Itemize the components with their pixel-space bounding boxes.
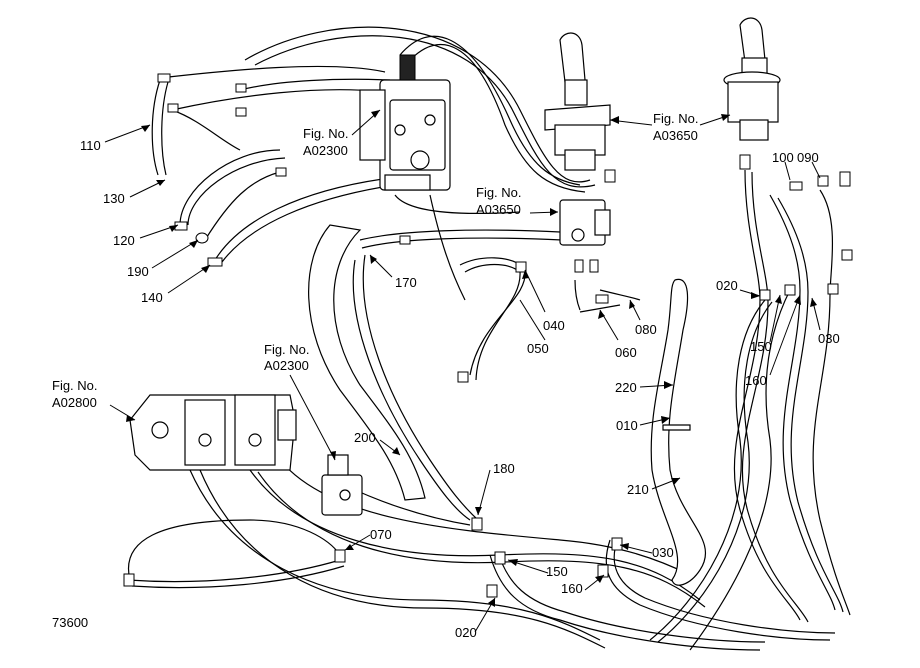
leader-lines: [104, 109, 821, 633]
fig-ref-a03650-center-line2: A03650: [476, 202, 521, 217]
fig-ref-a02800-line2: A02800: [52, 395, 97, 410]
callout-080: 080: [635, 322, 657, 337]
small-valve-bottom: [321, 454, 363, 516]
callout-160-right: 160: [745, 373, 767, 388]
fittings: [123, 73, 853, 598]
callout-090: 090: [797, 150, 819, 165]
callout-050: 050: [527, 341, 549, 356]
fig-ref-a02300-top-line1: Fig. No.: [303, 126, 349, 141]
callout-160-bottom: 160: [561, 581, 583, 596]
callout-140: 140: [141, 290, 163, 305]
fig-ref-a03650-right-line2: A03650: [653, 128, 698, 143]
fig-ref-a02300-bottom-line2: A02300: [264, 358, 309, 373]
callout-020-bottom: 020: [455, 625, 477, 640]
arrowheads: [126, 110, 817, 607]
fig-ref-a03650-center-line1: Fig. No.: [476, 185, 522, 200]
control-valve-top: [359, 54, 451, 191]
figure-references: Fig. No. A02300 Fig. No. A03650 Fig. No.…: [52, 111, 699, 410]
callout-020-right: 020: [716, 278, 738, 293]
callout-200: 200: [354, 430, 376, 445]
joystick-right: [723, 17, 781, 141]
callout-220: 220: [615, 380, 637, 395]
callout-130: 130: [103, 191, 125, 206]
joystick-left: [544, 32, 611, 171]
callout-040: 040: [543, 318, 565, 333]
valve-block-center: [559, 199, 611, 273]
callout-labels: 110 130 120 190 140 170 040 050 060 080 …: [80, 138, 840, 640]
callout-010: 010: [616, 418, 638, 433]
callout-100: 100: [772, 150, 794, 165]
callout-060: 060: [615, 345, 637, 360]
hydraulic-pump: [129, 394, 297, 471]
callout-150-right: 150: [750, 339, 772, 354]
callout-030-right: 030: [818, 331, 840, 346]
callout-180: 180: [493, 461, 515, 476]
callout-210: 210: [627, 482, 649, 497]
callout-030-bottom: 030: [652, 545, 674, 560]
callout-070: 070: [370, 527, 392, 542]
callout-110: 110: [80, 138, 101, 153]
callout-120: 120: [113, 233, 135, 248]
callout-190: 190: [127, 264, 149, 279]
fig-ref-a02300-top-line2: A02300: [303, 143, 348, 158]
large-hoses: [308, 224, 707, 586]
callout-150-bottom: 150: [546, 564, 568, 579]
hose-routing: [127, 26, 851, 651]
drawing-number: 73600: [52, 615, 88, 630]
callout-170: 170: [395, 275, 417, 290]
fig-ref-a03650-right-line1: Fig. No.: [653, 111, 699, 126]
fig-ref-a02800-line1: Fig. No.: [52, 378, 98, 393]
fig-ref-a02300-bottom-line1: Fig. No.: [264, 342, 310, 357]
